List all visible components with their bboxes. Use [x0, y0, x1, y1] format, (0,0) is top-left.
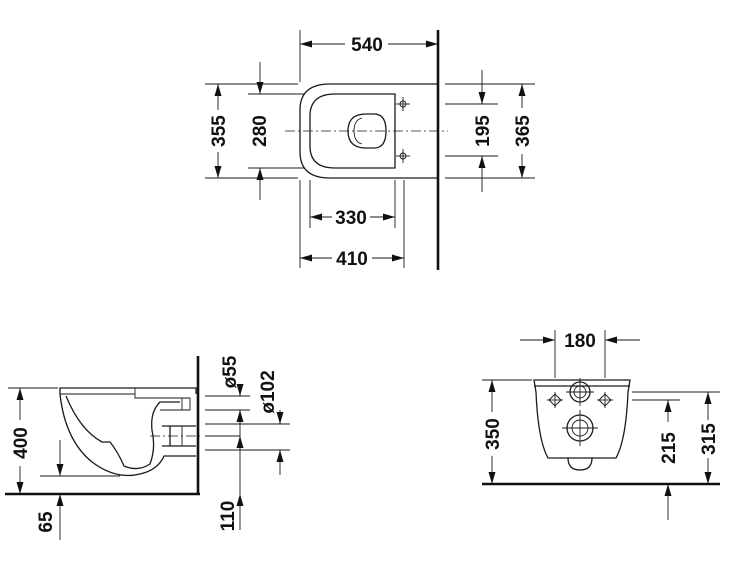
dim-195: 195: [473, 115, 494, 147]
dim-65: 65: [36, 511, 57, 533]
dim-110: 110: [218, 501, 239, 532]
bowl-outline-rear: [533, 379, 631, 459]
bowl-rim-top: [309, 93, 396, 169]
dim-540: 540: [351, 35, 383, 56]
top-view: 540 355 280 195 365 330: [205, 30, 535, 270]
dim-400: 400: [11, 427, 32, 459]
outlet-hole-lower: [562, 410, 598, 446]
dim-diameter-55: ø55: [220, 355, 241, 388]
dim-330: 330: [335, 208, 367, 229]
bolt-hole-upper: [396, 97, 410, 111]
bowl-opening-top: [347, 113, 387, 149]
dim-365: 365: [513, 115, 534, 147]
bowl-rim-detail: [60, 388, 191, 411]
outlet-bottom-rear: [567, 457, 593, 471]
dim-315: 315: [699, 423, 720, 455]
bowl-inner-side: [65, 395, 180, 470]
bowl-outline-side: [59, 387, 197, 477]
rear-view: 180 350 215 315: [482, 330, 720, 520]
dim-215: 215: [659, 432, 680, 464]
dim-180: 180: [564, 331, 596, 352]
fixing-hole-left: [547, 392, 563, 408]
fixing-hole-right: [597, 392, 613, 408]
dim-280: 280: [250, 115, 271, 147]
bolt-hole-lower: [396, 149, 410, 163]
inlet-hole-upper: [566, 378, 594, 406]
dim-diameter-102: ø102: [258, 370, 279, 413]
dim-410: 410: [336, 249, 368, 270]
dim-355: 355: [209, 115, 230, 147]
side-view: 400 65 ø55 ø102 110: [5, 355, 290, 540]
dim-350: 350: [483, 418, 504, 450]
